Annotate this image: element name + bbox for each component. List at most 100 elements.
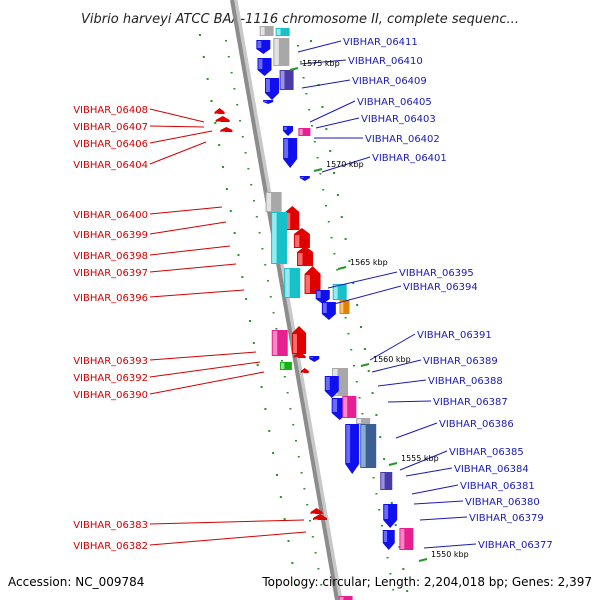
right-gene-label[interactable]: VIBHAR_06401 bbox=[372, 153, 447, 164]
right-gene-label[interactable]: VIBHAR_06411 bbox=[343, 37, 418, 48]
gene-highlight bbox=[325, 377, 330, 390]
gene-highlight bbox=[274, 39, 279, 65]
left-leader-line bbox=[149, 206, 223, 215]
gene-highlight bbox=[260, 27, 265, 35]
left-gene-label[interactable]: VIBHAR_06396 bbox=[73, 293, 148, 304]
gene-highlight bbox=[264, 101, 267, 102]
left-gene-label[interactable]: VIBHAR_06390 bbox=[73, 390, 148, 401]
left-gene-label[interactable]: VIBHAR_06400 bbox=[73, 210, 148, 221]
inner-ring-dot bbox=[300, 472, 303, 474]
inner-ring-dot bbox=[281, 360, 283, 362]
right-leader-line bbox=[297, 40, 342, 53]
inner-ring-dot bbox=[361, 413, 364, 415]
outer-ring-dot bbox=[249, 320, 251, 322]
right-gene-label[interactable]: VIBHAR_06402 bbox=[365, 134, 440, 145]
kbp-label: 1575 kbp bbox=[302, 59, 340, 68]
left-gene-label[interactable]: VIBHAR_06382 bbox=[73, 541, 148, 552]
outer-ring-dot bbox=[252, 342, 255, 344]
inner-ring-dot bbox=[350, 349, 353, 351]
right-gene-label[interactable]: VIBHAR_06379 bbox=[469, 513, 544, 524]
gene-body bbox=[215, 116, 230, 122]
right-gene-label[interactable]: VIBHAR_06395 bbox=[399, 268, 474, 279]
outer-ring-dot bbox=[367, 370, 370, 372]
left-leader-line bbox=[149, 141, 207, 165]
inner-ring-dot bbox=[330, 237, 333, 239]
left-gene-label[interactable]: VIBHAR_06407 bbox=[73, 122, 148, 133]
left-leader-line bbox=[149, 351, 257, 361]
accession-text: Accession: NC_009784 bbox=[8, 575, 144, 589]
right-gene-label[interactable]: VIBHAR_06389 bbox=[423, 356, 498, 367]
inner-ring-dot bbox=[236, 104, 239, 106]
left-leader-line bbox=[149, 371, 265, 395]
right-gene-label[interactable]: VIBHAR_06388 bbox=[428, 376, 503, 387]
gene-features bbox=[214, 26, 414, 600]
outer-ring-dot bbox=[225, 188, 228, 190]
left-gene-label[interactable]: VIBHAR_06406 bbox=[73, 139, 148, 150]
left-gene-label[interactable]: VIBHAR_06383 bbox=[73, 520, 148, 531]
outer-ring-dot bbox=[229, 210, 232, 212]
outer-ring-dot bbox=[325, 128, 328, 130]
inner-ring-dot bbox=[286, 392, 289, 394]
inner-ring-dot bbox=[336, 269, 339, 271]
inner-ring-dot bbox=[386, 557, 389, 559]
right-gene-label[interactable]: VIBHAR_06387 bbox=[433, 397, 508, 408]
right-gene-label[interactable]: VIBHAR_06381 bbox=[460, 481, 535, 492]
right-gene-label[interactable]: VIBHAR_06405 bbox=[357, 97, 432, 108]
right-gene-label[interactable]: VIBHAR_06410 bbox=[348, 56, 423, 67]
gene-highlight bbox=[284, 127, 287, 130]
right-gene-label[interactable]: VIBHAR_06409 bbox=[352, 76, 427, 87]
outer-ring-dot bbox=[352, 282, 355, 284]
inner-ring-dot bbox=[230, 72, 233, 74]
left-gene-label[interactable]: VIBHAR_06408 bbox=[73, 105, 148, 116]
left-gene-label[interactable]: VIBHAR_06404 bbox=[73, 160, 148, 171]
kbp-label: 1560 kbp bbox=[373, 355, 411, 364]
outer-ring-dot bbox=[336, 194, 339, 196]
left-leader-line bbox=[149, 263, 237, 273]
outer-ring-dot bbox=[279, 496, 282, 498]
inner-ring-dot bbox=[325, 205, 327, 207]
inner-ring-dot bbox=[319, 173, 322, 175]
right-gene-label[interactable]: VIBHAR_06391 bbox=[417, 330, 492, 341]
inner-ring-dot bbox=[381, 525, 383, 527]
outer-ring-dot bbox=[283, 518, 286, 520]
gene-highlight bbox=[294, 357, 298, 358]
inner-ring-dot bbox=[233, 88, 236, 90]
gene-body bbox=[293, 352, 306, 358]
right-leader-line bbox=[333, 285, 402, 305]
left-gene-label[interactable]: VIBHAR_06398 bbox=[73, 251, 148, 262]
inner-ring-dot bbox=[372, 477, 375, 479]
outer-ring-dot bbox=[291, 562, 294, 564]
inner-ring-dot bbox=[333, 253, 336, 255]
right-leader-line bbox=[405, 467, 453, 477]
right-leader-line bbox=[371, 359, 422, 373]
left-leader-line bbox=[149, 221, 227, 235]
outer-ring-dot bbox=[272, 452, 275, 454]
outer-ring-dot bbox=[406, 590, 409, 592]
outer-ring-dot bbox=[402, 568, 405, 570]
outer-ring-dot bbox=[375, 414, 378, 416]
gene-highlight bbox=[257, 41, 262, 48]
right-gene-label[interactable]: VIBHAR_06384 bbox=[454, 464, 529, 475]
outer-ring-dot bbox=[218, 144, 221, 146]
outer-ring-dot bbox=[360, 326, 362, 328]
right-gene-label[interactable]: VIBHAR_06394 bbox=[403, 282, 478, 293]
inner-ring-dot bbox=[241, 136, 244, 138]
left-gene-label[interactable]: VIBHAR_06397 bbox=[73, 268, 148, 279]
right-gene-label[interactable]: VIBHAR_06403 bbox=[361, 114, 436, 125]
gene-highlight bbox=[215, 113, 219, 114]
right-gene-label[interactable]: VIBHAR_06380 bbox=[465, 497, 540, 508]
gene-highlight bbox=[383, 531, 388, 542]
left-gene-label[interactable]: VIBHAR_06393 bbox=[73, 356, 148, 367]
outer-ring-dot bbox=[287, 540, 290, 542]
right-gene-label[interactable]: VIBHAR_06385 bbox=[449, 447, 524, 458]
inner-ring-dot bbox=[389, 573, 392, 575]
outer-ring-dot bbox=[214, 122, 217, 124]
left-gene-label[interactable]: VIBHAR_06392 bbox=[73, 373, 148, 384]
gene-highlight bbox=[280, 363, 285, 369]
backbone-line bbox=[230, 0, 339, 600]
left-gene-label[interactable]: VIBHAR_06399 bbox=[73, 230, 148, 241]
right-gene-label[interactable]: VIBHAR_06386 bbox=[439, 419, 514, 430]
right-gene-label[interactable]: VIBHAR_06377 bbox=[478, 540, 553, 551]
inner-ring-dot bbox=[253, 200, 255, 202]
kbp-label: 1570 kbp bbox=[326, 160, 364, 169]
